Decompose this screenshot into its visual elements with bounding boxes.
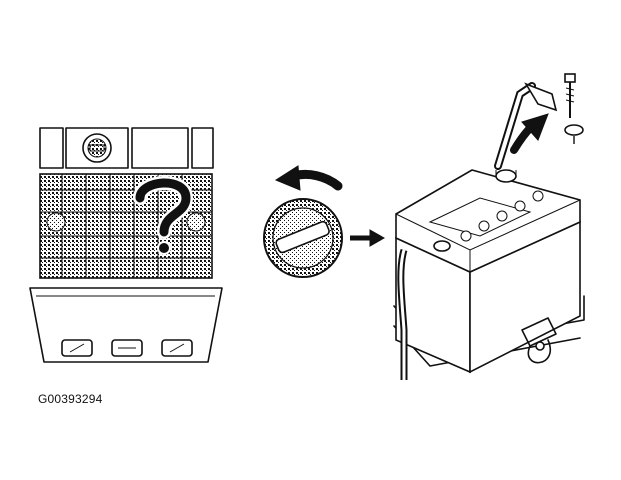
release-knob-icon bbox=[263, 198, 343, 278]
rotate-arrow-icon bbox=[274, 165, 343, 191]
dashboard-panel-icon bbox=[29, 127, 223, 363]
question-mark-icon bbox=[133, 176, 194, 255]
battery-icon bbox=[393, 169, 585, 380]
terminal-lift-arrow-icon bbox=[510, 113, 549, 154]
terminal-cable-icon bbox=[494, 82, 558, 170]
figure-id-label: G00393294 bbox=[38, 392, 103, 406]
terminal-bolt-icon bbox=[564, 73, 584, 144]
right-arrow-icon bbox=[350, 229, 386, 247]
